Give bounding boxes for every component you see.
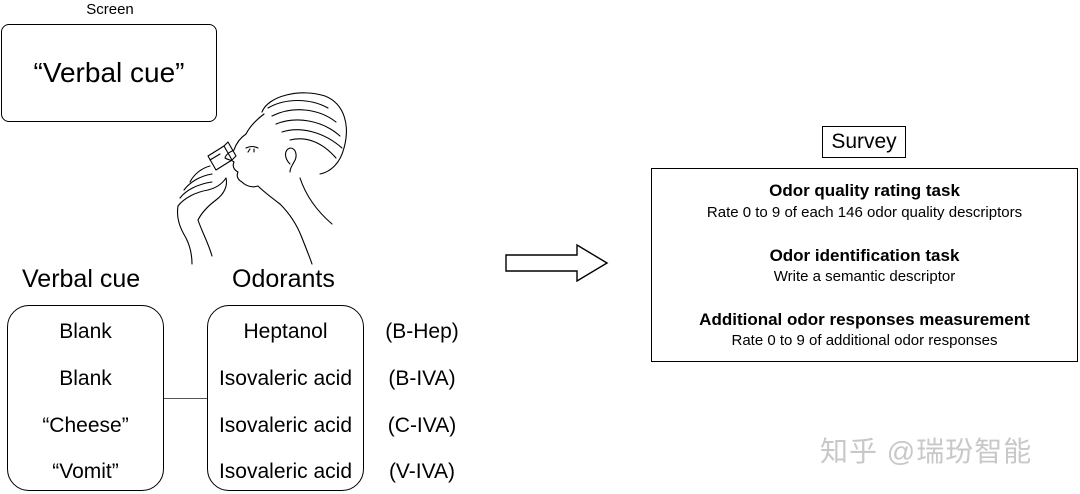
- verbal-cue-box: [7, 305, 164, 491]
- screen-box: “Verbal cue”: [1, 24, 217, 122]
- watermark: 知乎 @瑞玢智能: [820, 436, 1033, 467]
- odorant-item: Isovaleric acid: [218, 414, 353, 437]
- odorant-item: Isovaleric acid: [218, 367, 353, 390]
- person-sniffing-vial-icon: [176, 92, 347, 265]
- survey-box: [651, 168, 1078, 362]
- connector-line: [164, 398, 207, 399]
- screen-label: Screen: [86, 1, 134, 18]
- odorants-box: [207, 305, 364, 491]
- task-title: Additional odor responses measurement: [699, 310, 1030, 329]
- task-description: Write a semantic descriptor: [773, 268, 956, 285]
- condition-abbrev: (B-Hep): [385, 320, 459, 343]
- odorant-item: Heptanol: [243, 320, 328, 343]
- survey-label: Survey: [822, 126, 906, 158]
- task-title: Odor identification task: [769, 246, 960, 265]
- verbal-cue-item: Blank: [59, 367, 112, 390]
- odorant-item: Isovaleric acid: [218, 460, 353, 483]
- verbal-cue-text: “Verbal cue”: [33, 57, 185, 88]
- condition-abbrev: (B-IVA): [388, 367, 456, 390]
- verbal-cue-header: Verbal cue: [22, 265, 141, 293]
- verbal-cue-item: “Cheese”: [42, 414, 129, 437]
- task-title: Odor quality rating task: [769, 181, 960, 200]
- verbal-cue-item: Blank: [59, 320, 112, 343]
- verbal-cue-item: “Vomit”: [52, 460, 119, 483]
- task-description: Rate 0 to 9 of additional odor responses: [731, 332, 998, 349]
- condition-abbrev: (V-IVA): [388, 460, 456, 483]
- right-arrow-icon: [505, 244, 609, 282]
- condition-abbrev: (C-IVA): [387, 414, 457, 437]
- odorants-header: Odorants: [232, 265, 335, 293]
- task-description: Rate 0 to 9 of each 146 odor quality des…: [706, 204, 1023, 221]
